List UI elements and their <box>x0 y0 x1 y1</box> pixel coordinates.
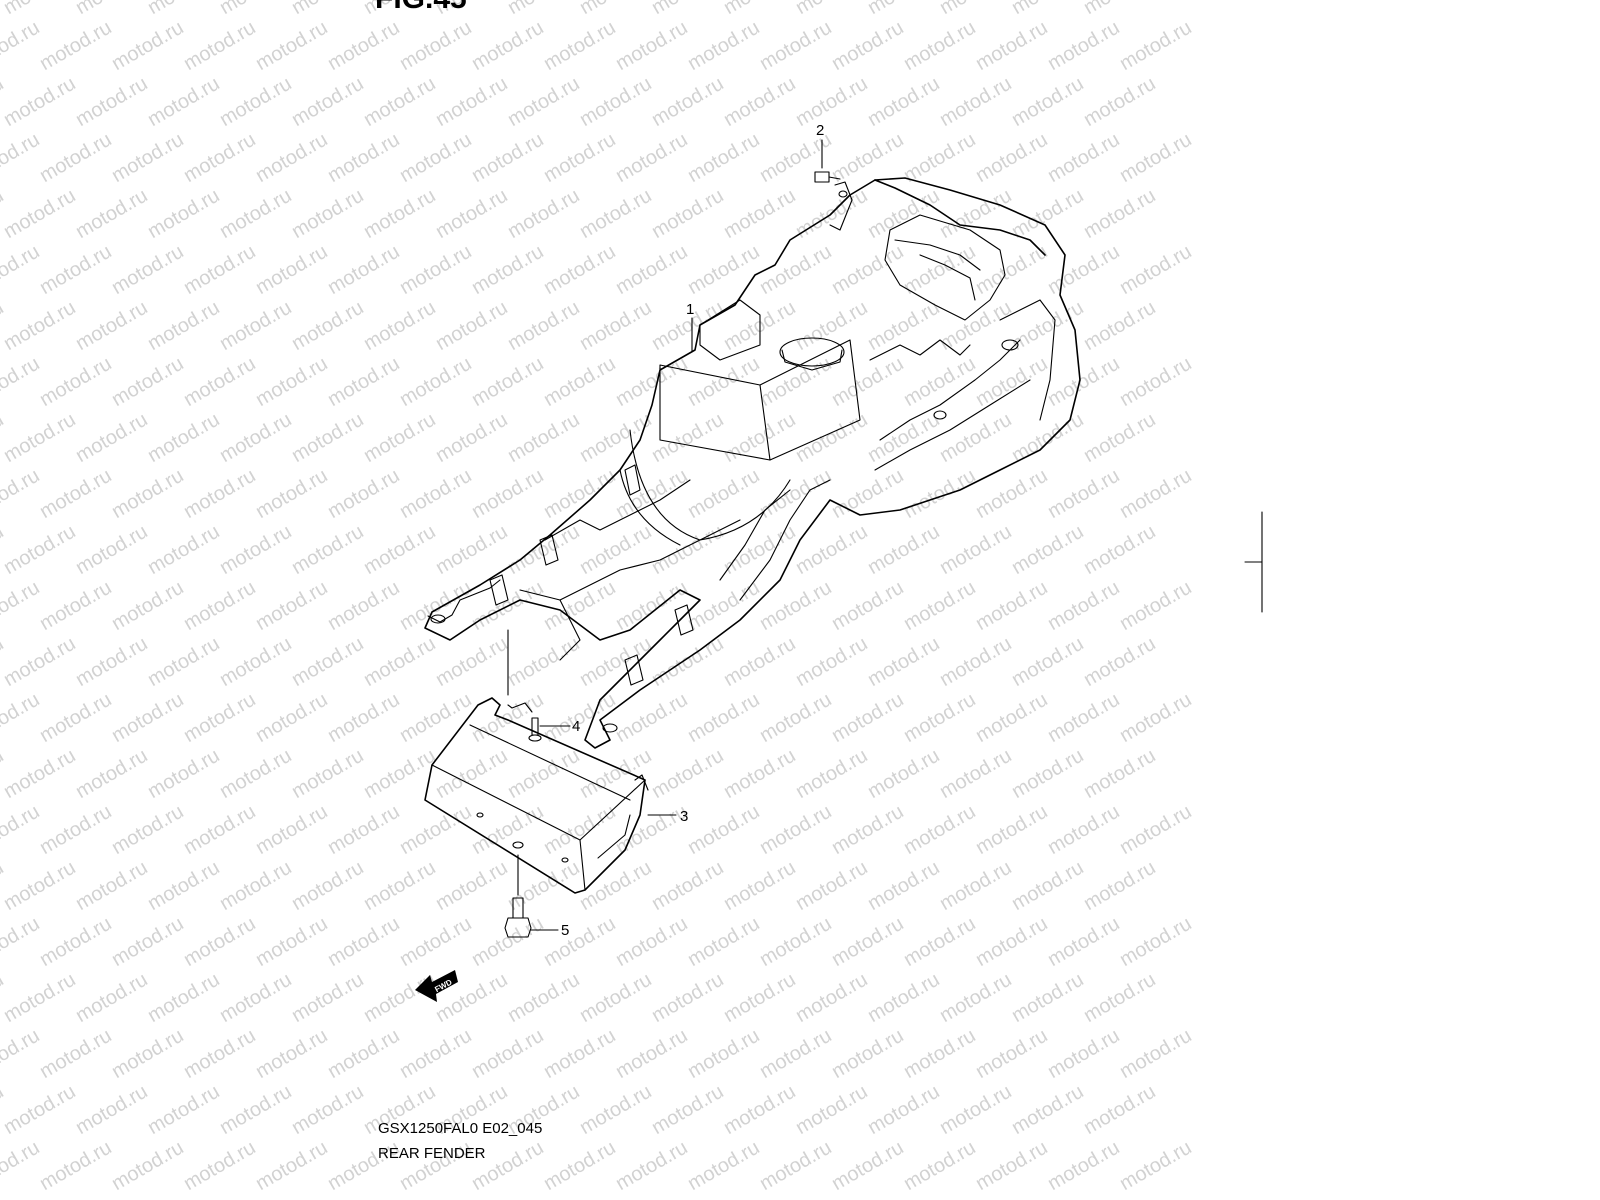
model-code-caption: GSX1250FAL0 E02_045 <box>378 1120 543 1137</box>
screw-part-4 <box>507 629 571 742</box>
forward-arrow-icon: FWD <box>415 970 458 1002</box>
rear-fender-part <box>424 177 1081 749</box>
under-tray-part <box>424 697 677 894</box>
callout-2: 2 <box>816 122 824 139</box>
flange-bolt-part-5 <box>504 854 559 938</box>
part-description-caption: REAR FENDER <box>378 1145 486 1162</box>
callout-5: 5 <box>561 922 569 939</box>
bolt-part-2 <box>814 139 841 183</box>
figure-title: FIG.45 <box>375 0 467 16</box>
callout-3: 3 <box>680 808 688 825</box>
margin-marker <box>1244 511 1263 613</box>
callout-1: 1 <box>686 301 694 318</box>
callout-4: 4 <box>572 718 580 735</box>
